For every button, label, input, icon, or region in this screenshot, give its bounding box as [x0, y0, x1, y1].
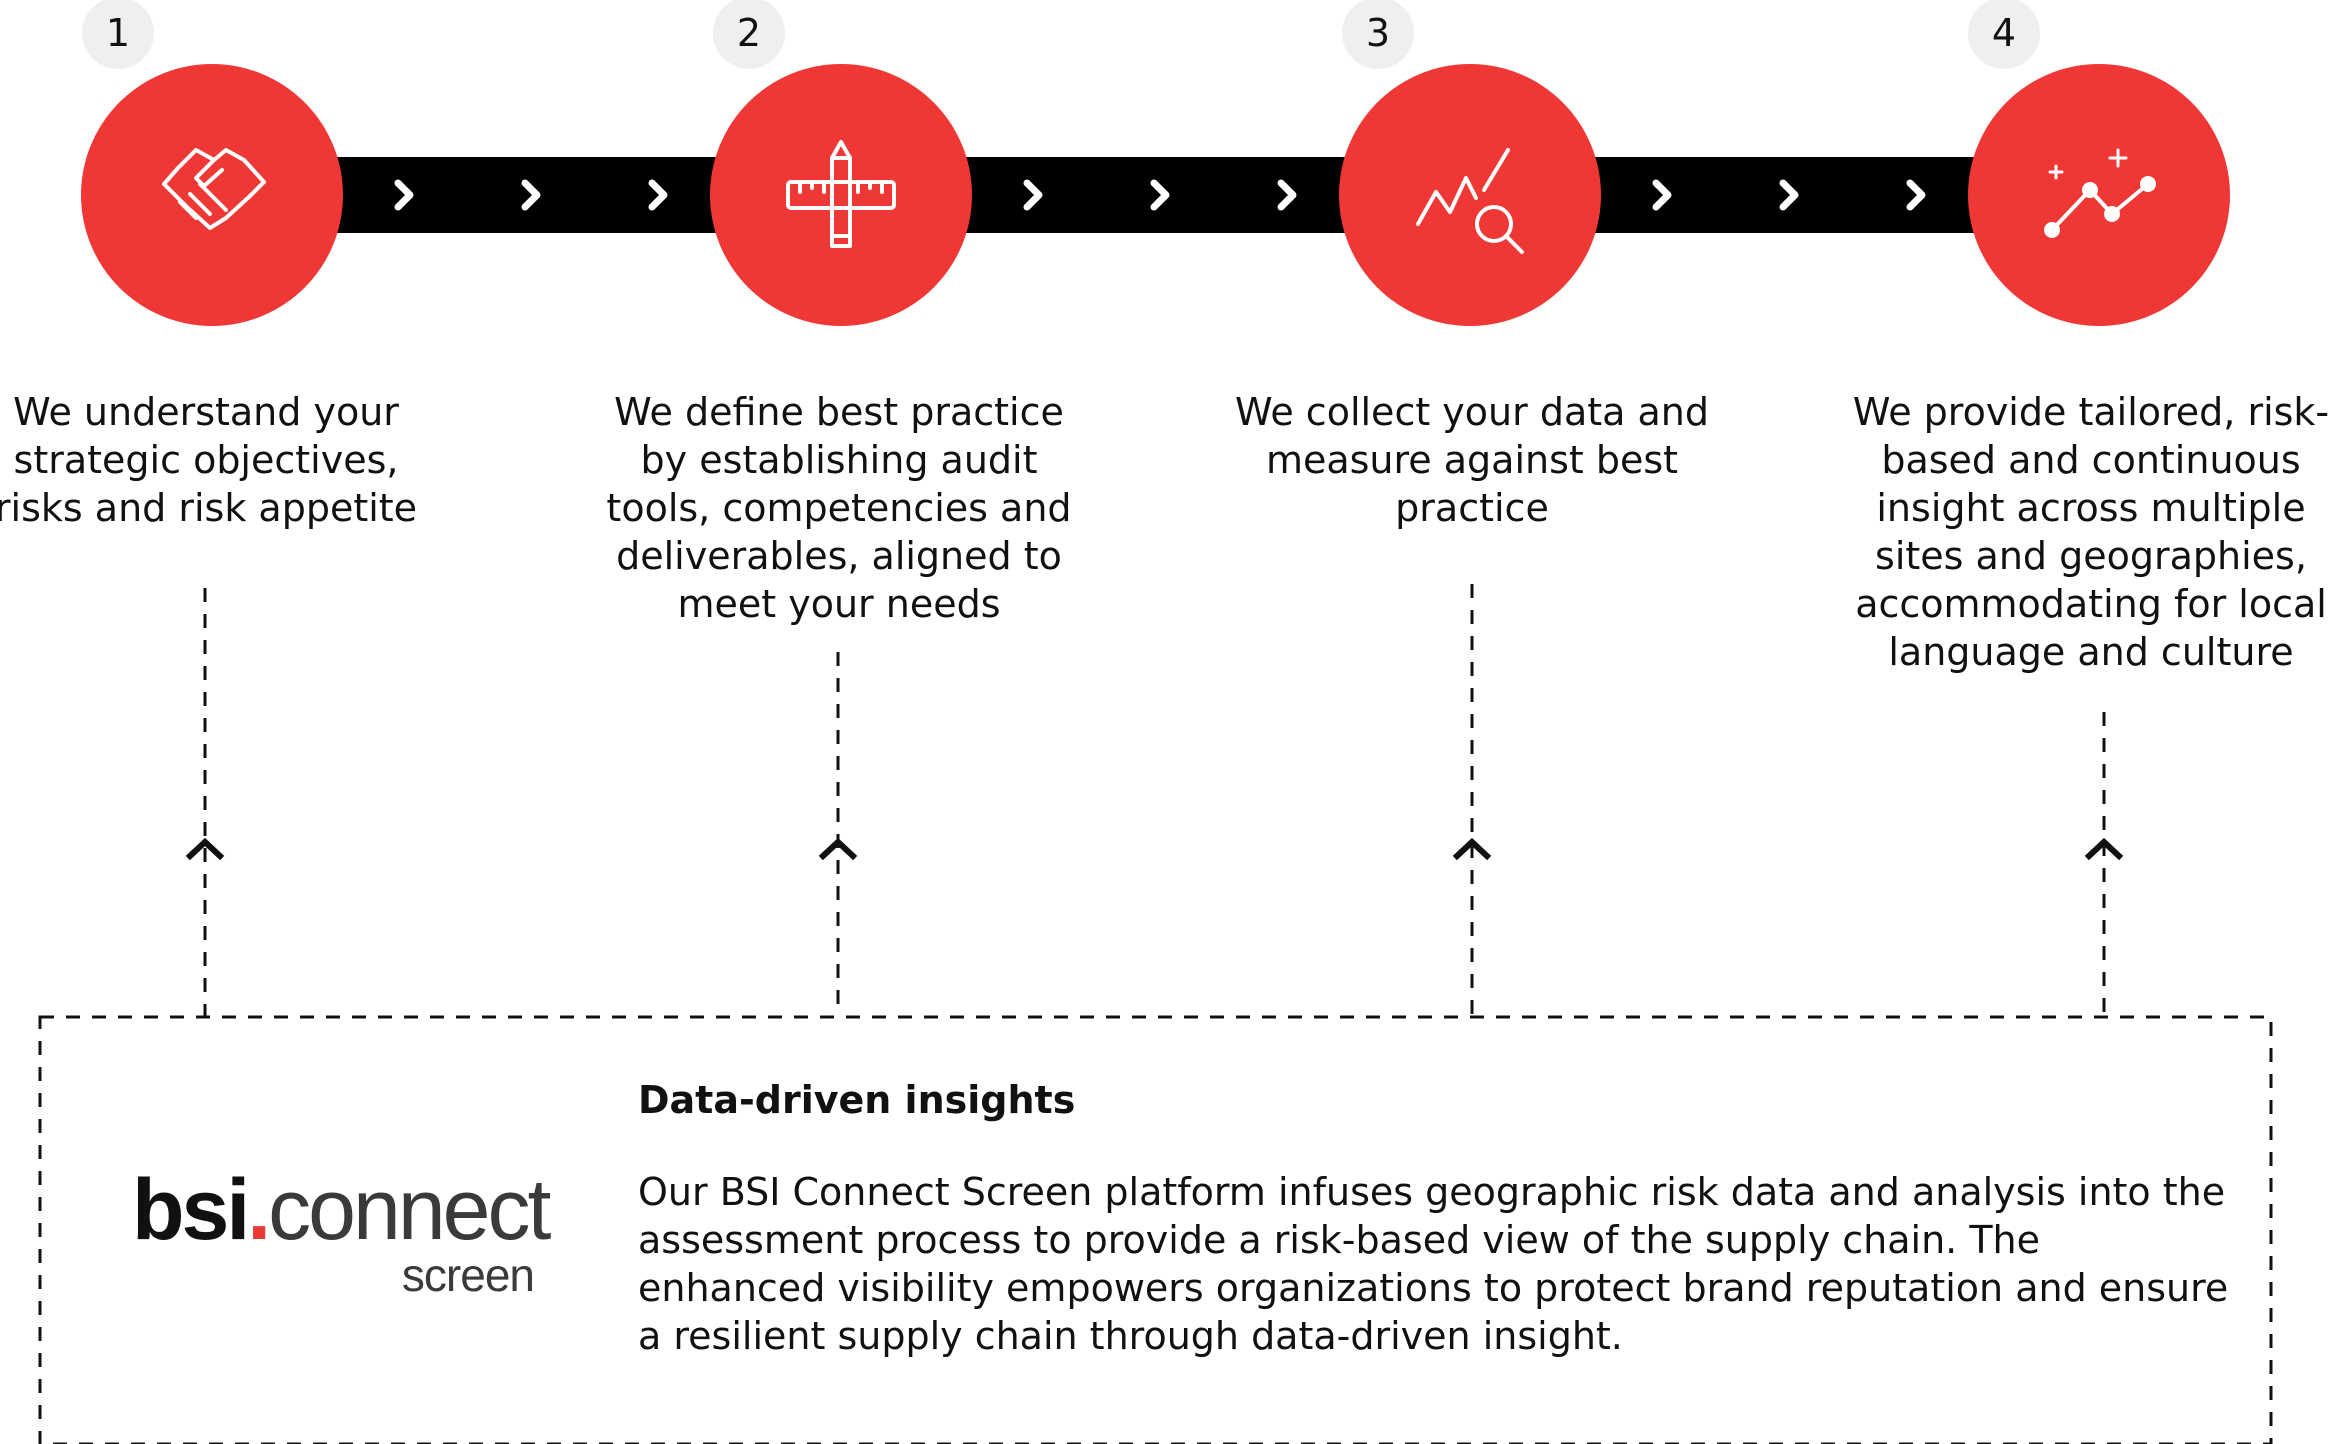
step-circle-2	[710, 64, 972, 326]
step-circle-3	[1339, 64, 1601, 326]
step-number-2: 2	[713, 0, 785, 69]
chevron-right-icon	[1779, 179, 1799, 211]
chevron-right-icon	[1906, 179, 1926, 211]
chevron-group-1	[394, 179, 668, 211]
chevron-right-icon	[1023, 179, 1043, 211]
step-number-3: 3	[1342, 0, 1414, 69]
bsi-connect-screen-logo: bsi.connect screen	[132, 1160, 552, 1320]
logo-bsi: bsi	[132, 1162, 250, 1258]
logo-dot: .	[247, 1162, 271, 1258]
logo-connect: connect	[268, 1162, 551, 1258]
chevron-right-icon	[1277, 179, 1297, 211]
dashed-connectors	[203, 584, 2106, 1016]
step-number-1: 1	[82, 0, 154, 69]
logo-screen: screen	[401, 1249, 535, 1301]
step-text-3: We collect your data and measure against…	[1235, 390, 1709, 530]
chevron-group-3	[1652, 179, 1926, 211]
insight-title: Data-driven insights	[638, 1078, 1076, 1122]
step-number-4: 4	[1968, 0, 2040, 69]
chevron-right-icon	[394, 179, 414, 211]
step-text-4: We provide tailored, risk-based and cont…	[1852, 390, 2330, 674]
pencil-ruler-icon	[786, 140, 896, 248]
step-text-2: We define best practice by establishing …	[606, 390, 1072, 626]
chevron-group-2	[1023, 179, 1297, 211]
chevron-right-icon	[1150, 179, 1170, 211]
chevron-right-icon	[648, 179, 668, 211]
step-circle-4	[1968, 64, 2230, 326]
sparkle-trend-icon	[2044, 148, 2156, 238]
caret-up-icon	[818, 837, 858, 861]
chevron-right-icon	[521, 179, 541, 211]
caret-up-icon	[185, 837, 225, 861]
insight-body: Our BSI Connect Screen platform infuses …	[638, 1170, 2229, 1358]
caret-up-icon	[2084, 837, 2124, 861]
chevron-right-icon	[1652, 179, 1672, 211]
step-text-1: We understand your strategic objectives,…	[0, 390, 418, 530]
insight-box	[38, 1015, 2273, 1444]
caret-up-icon	[1452, 837, 1492, 861]
handshake-icon	[162, 148, 266, 230]
caret-arrows	[185, 837, 2124, 861]
chart-magnifier-icon	[1416, 148, 1524, 254]
